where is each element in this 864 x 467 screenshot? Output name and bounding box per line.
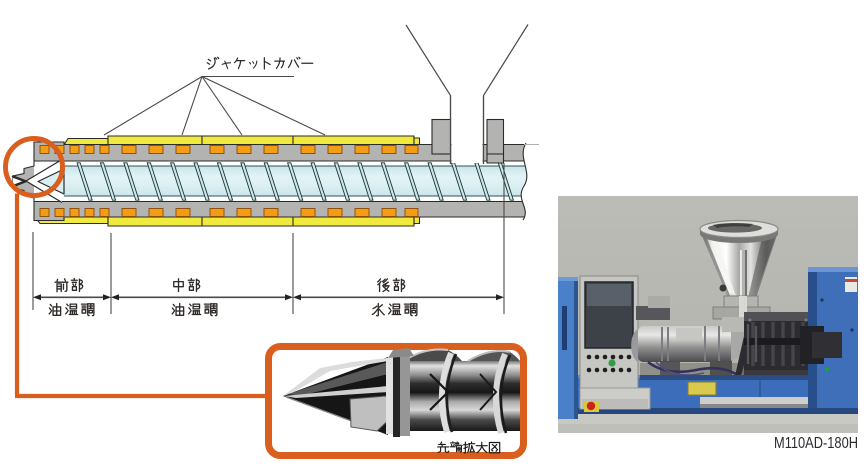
svg-text:M110AD-180H: M110AD-180H (774, 435, 858, 452)
